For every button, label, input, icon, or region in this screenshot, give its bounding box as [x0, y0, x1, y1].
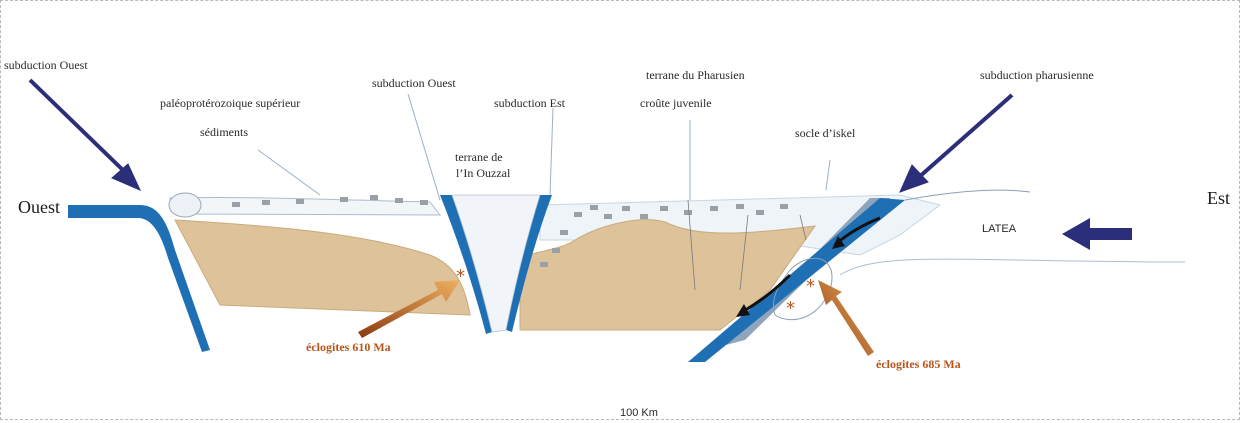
label-scale: 100 Km	[620, 406, 658, 420]
label-ouest: Ouest	[18, 197, 60, 217]
label-paleoproterozoique: paléoprotérozoique supérieur	[160, 96, 300, 110]
label-est: Est	[1207, 188, 1230, 208]
subduction-arrow-ouest	[30, 80, 140, 190]
label-latea: LATEA	[982, 222, 1016, 236]
latea-arrow	[1062, 218, 1132, 250]
eclogite-star-610: *	[456, 266, 465, 287]
label-croute-juvenile: croûte juvenile	[640, 96, 712, 110]
latea-lower-boundary	[840, 259, 1185, 275]
latea-boundary	[905, 190, 1030, 200]
label-terrane-in-ouzzal-2: l’In Ouzzal	[456, 166, 510, 180]
sediment-blob	[169, 193, 201, 217]
label-eclogites-685: éclogites 685 Ma	[876, 357, 961, 371]
subduction-arrow-pharusienne	[900, 95, 1012, 192]
eclogite-star-685-a: *	[806, 276, 815, 297]
label-terrane-in-ouzzal-1: terrane de	[455, 150, 503, 164]
label-terrane-pharusien: terrane du Pharusien	[646, 68, 745, 82]
label-eclogites-610: éclogites 610 Ma	[306, 340, 391, 354]
label-subduction-ouest-left: subduction Ouest	[4, 58, 88, 72]
eclogite-arrow-685	[818, 280, 874, 356]
label-socle-iskel: socle d’iskel	[795, 126, 855, 140]
label-subduction-pharusienne: subduction pharusienne	[980, 68, 1094, 82]
label-subduction-est: subduction Est	[494, 96, 565, 110]
label-sediments: sédiments	[200, 125, 248, 139]
eclogite-star-685-b: *	[786, 298, 795, 319]
label-subduction-ouest-center: subduction Ouest	[372, 76, 456, 90]
